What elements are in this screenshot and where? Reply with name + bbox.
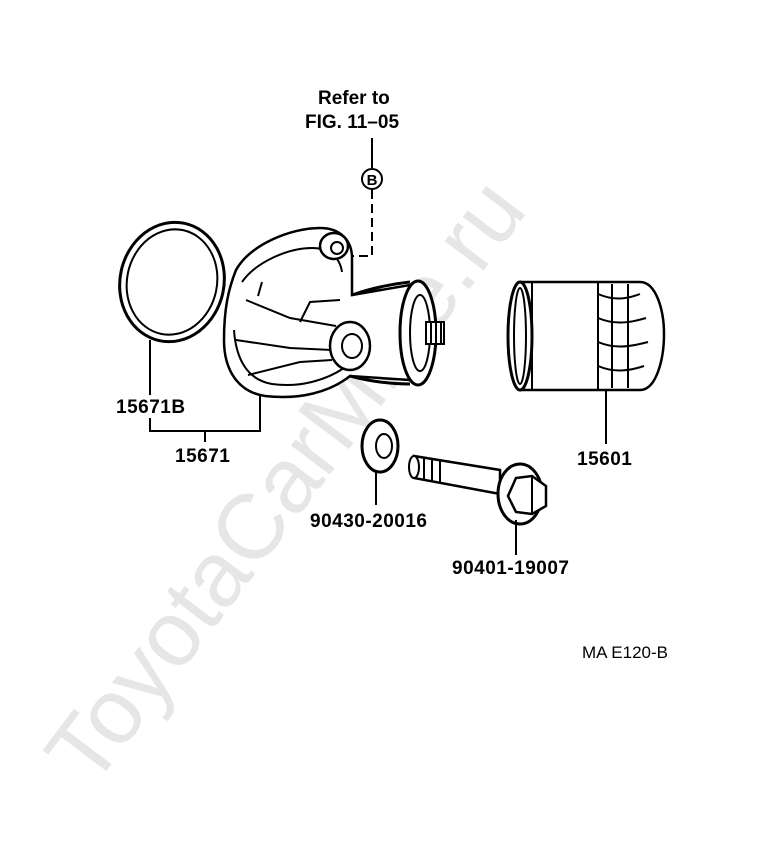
part-label-housing-assembly: 15671: [175, 446, 230, 467]
drawing-code: MA E120-B: [582, 643, 668, 662]
reference-marker-letter: B: [367, 172, 378, 189]
reference-text-line2: FIG. 11–05: [305, 112, 399, 133]
part-label-bolt: 90401-19007: [452, 558, 570, 579]
bolt-drawing: [408, 454, 548, 526]
filter-bracket-drawing: [222, 226, 445, 399]
part-label-washer: 90430-20016: [310, 511, 428, 532]
reference-text-line1: Refer to: [318, 88, 390, 109]
part-label-gasket: 15671B: [116, 397, 186, 418]
reference-dashed-leader: [348, 190, 373, 257]
washer-drawing: [360, 418, 400, 474]
gasket-ring-drawing: [118, 220, 226, 344]
oil-filter-drawing: [506, 280, 666, 392]
part-label-filter: 15601: [577, 449, 632, 470]
reference-marker: B: [361, 168, 383, 190]
